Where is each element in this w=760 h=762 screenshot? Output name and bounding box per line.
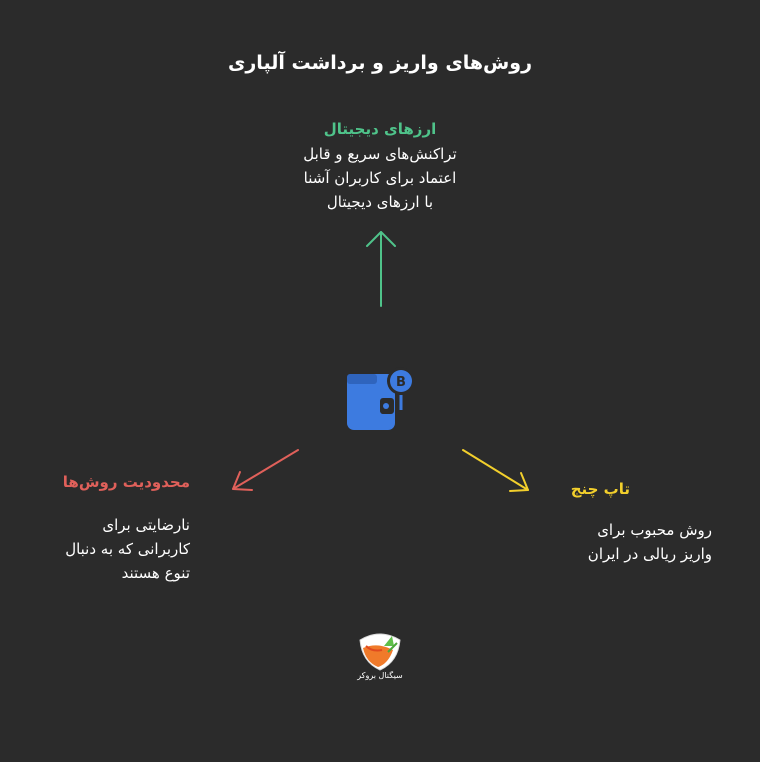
arrow-up-icon [366, 231, 396, 307]
crypto-wallet-icon: B [347, 367, 415, 430]
node-description: تراکنش‌های سریع و قابل اعتماد برای کاربر… [303, 145, 457, 211]
arrow-down-right-icon [462, 449, 529, 492]
node-heading: محدودیت روش‌ها [62, 473, 190, 491]
logo-caption: سیگنال بروکر [357, 671, 403, 680]
node-heading: ارزهای دیجیتال [323, 120, 437, 138]
node-description: روش محبوب برای واریز ریالی در ایران [587, 521, 712, 563]
svg-text:B: B [396, 375, 406, 390]
node-method-limitations: محدودیت روش‌ها نارضایتی برای کاربرانی که… [30, 473, 190, 585]
node-description: نارضایتی برای کاربرانی که به دنبال تنوع … [65, 516, 190, 582]
brand-logo-icon [359, 633, 401, 671]
node-digital-currencies: ارزهای دیجیتال تراکنش‌های سریع و قابل اع… [230, 120, 530, 214]
node-top-change: تاپ چنج روش محبوب برای واریز ریالی در ای… [530, 480, 712, 566]
node-heading: تاپ چنج [570, 480, 630, 498]
page-title: روش‌های واریز و برداشت آلپاری [227, 52, 533, 74]
arrow-down-left-icon [232, 449, 299, 491]
